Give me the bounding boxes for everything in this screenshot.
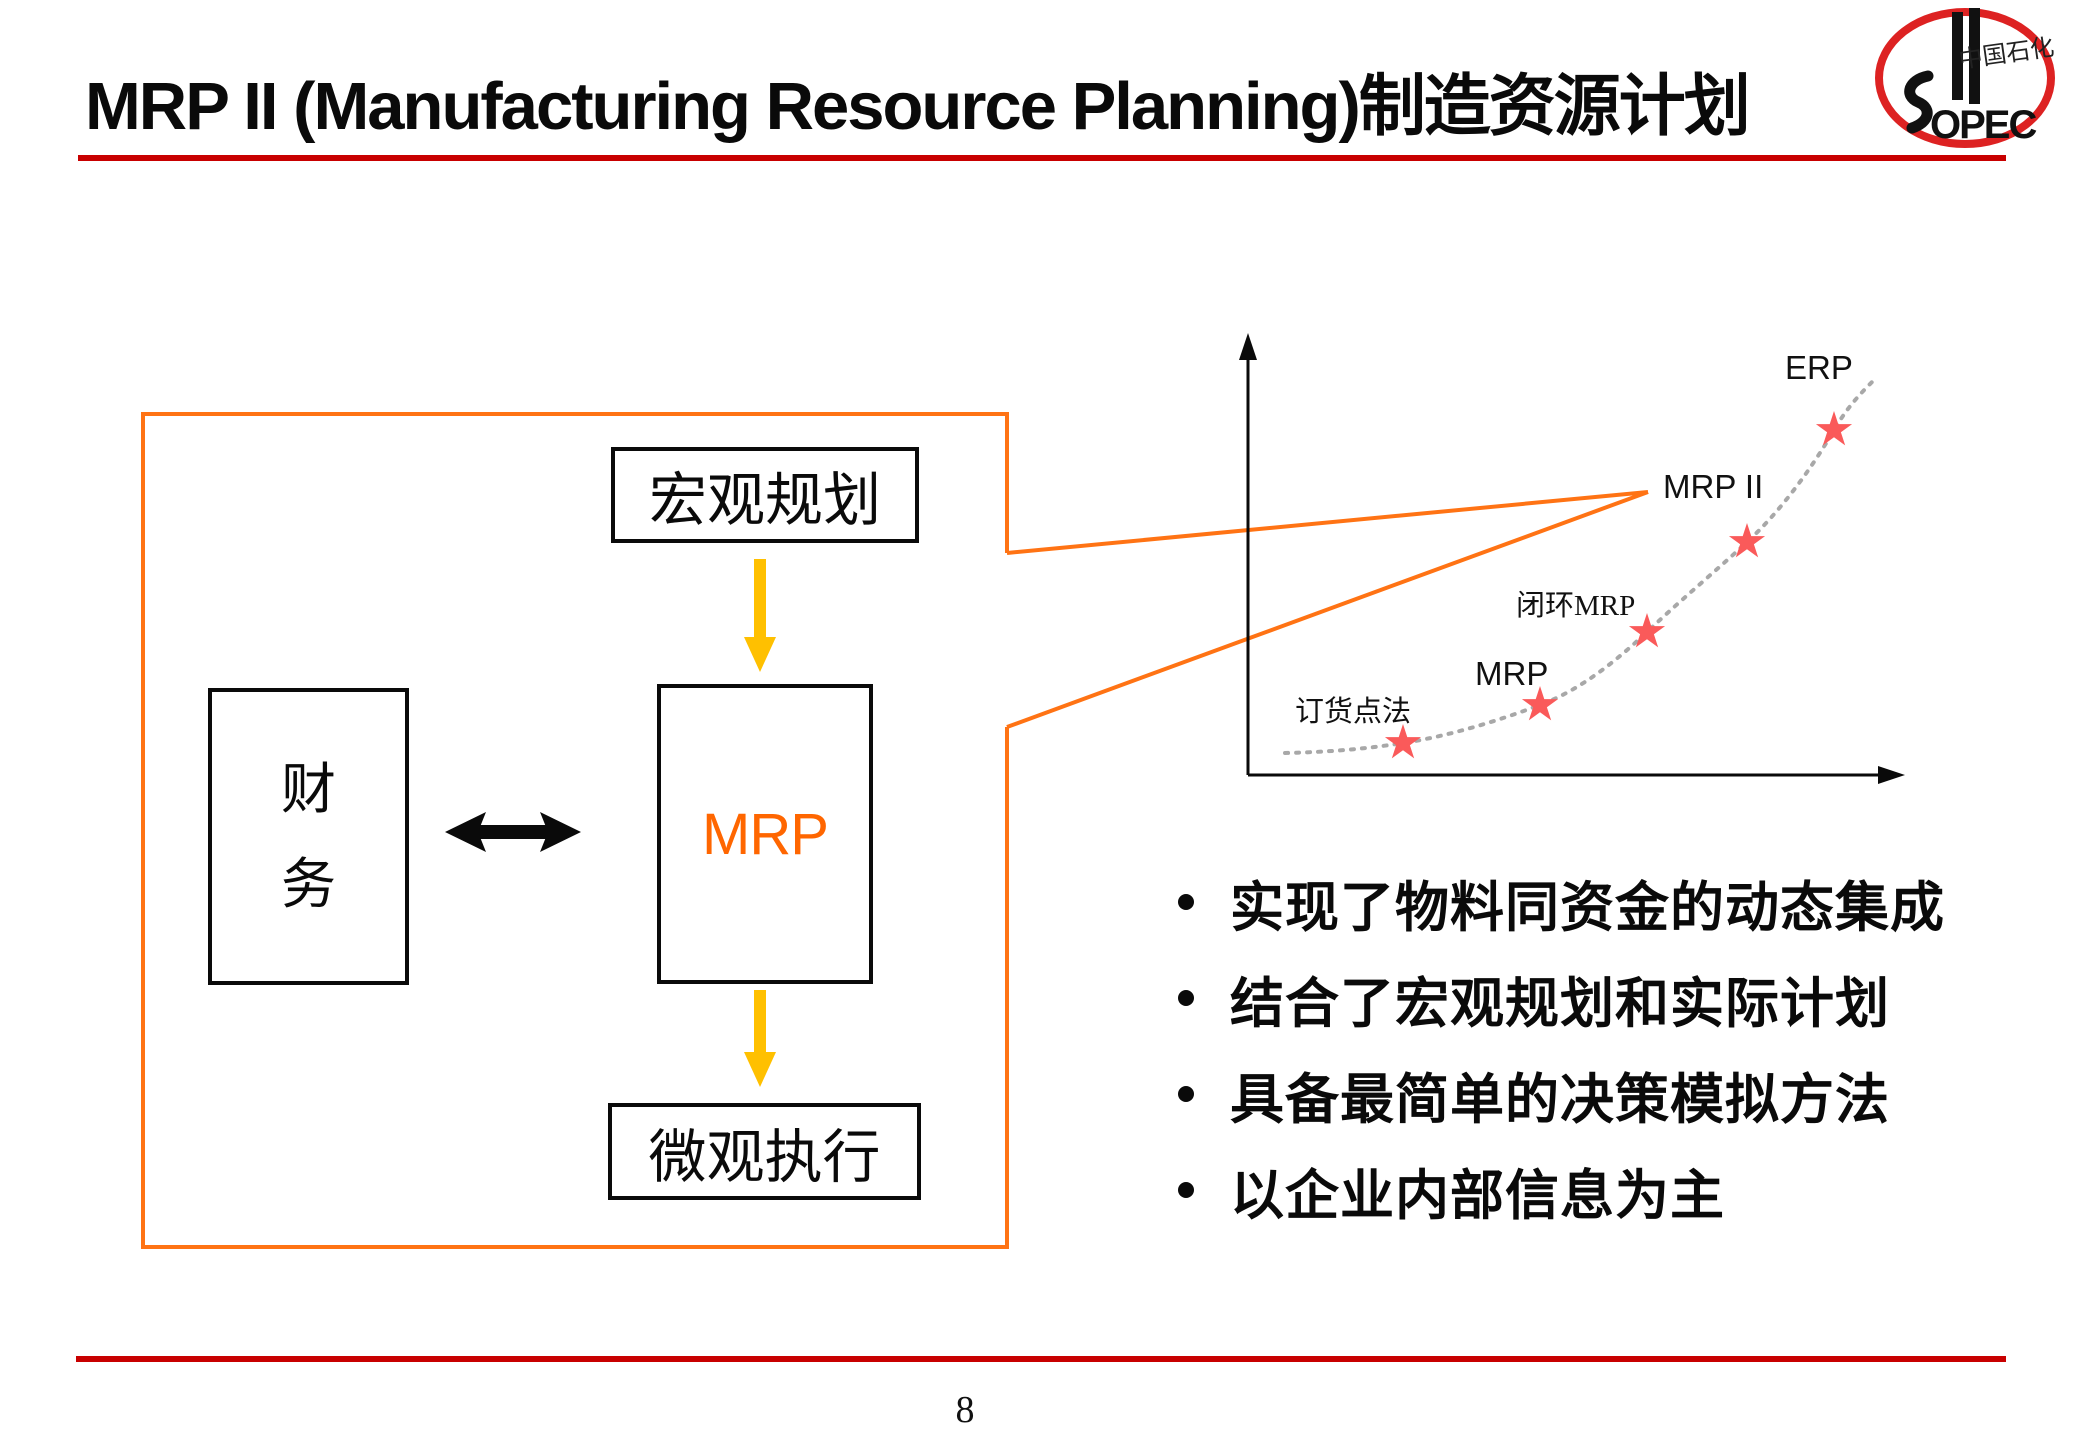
star-marker xyxy=(1628,613,1666,648)
macro-planning-box: 宏观规划 xyxy=(611,447,919,543)
page-number: 8 xyxy=(955,1389,975,1431)
double-arrow-icon xyxy=(445,812,581,852)
bullet-text: 结合了宏观规划和实际计划 xyxy=(1230,973,1890,1034)
sinopec-logo: OPEC 中国石化 xyxy=(1868,6,2060,154)
bullet-item: 以企业内部信息为主 xyxy=(1178,1155,1725,1226)
page-title: MRP II (Manufacturing Resource Planning)… xyxy=(85,69,1751,144)
chart-axes xyxy=(1239,333,1905,784)
title-divider-line xyxy=(78,155,2006,161)
star-markers xyxy=(1384,411,1853,759)
bullet-dot-icon xyxy=(1178,990,1194,1006)
bullet-dot-icon xyxy=(1178,1182,1194,1198)
chart-label-closed-loop-mrp: 闭环MRP xyxy=(1516,590,1636,622)
chart-label-erp: ERP xyxy=(1785,349,1853,386)
callout-lines xyxy=(1006,490,1649,729)
bullet-dot-icon xyxy=(1178,1086,1194,1102)
bullet-item: 具备最简单的决策模拟方法 xyxy=(1178,1059,1890,1130)
orange-callout-rectangle xyxy=(141,412,1009,1249)
micro-execution-label: 微观执行 xyxy=(648,1124,881,1190)
svg-text:OPEC: OPEC xyxy=(1930,103,2036,147)
finance-char-1: 财 xyxy=(280,758,336,820)
down-arrow-icon xyxy=(744,990,776,1087)
footer-divider-line xyxy=(76,1356,2006,1362)
chart-label-mrp-ii: MRP II xyxy=(1663,468,1764,505)
macro-planning-label: 宏观规划 xyxy=(648,468,881,533)
chart-label-mrp: MRP xyxy=(1475,655,1549,692)
bullet-text: 具备最简单的决策模拟方法 xyxy=(1230,1069,1890,1130)
bullet-text: 以企业内部信息为主 xyxy=(1230,1165,1725,1226)
star-marker xyxy=(1815,411,1853,446)
evolution-curve xyxy=(1283,378,1876,755)
sinopec-logo-icon: OPEC 中国石化 xyxy=(1875,8,2056,148)
star-marker xyxy=(1384,724,1422,759)
down-arrow-icon xyxy=(744,559,776,672)
finance-char-2: 务 xyxy=(280,853,336,915)
mrp-label: MRP xyxy=(702,801,829,867)
chart-label-order-point-method: 订货点法 xyxy=(1295,696,1412,728)
star-marker xyxy=(1521,686,1559,721)
bullet-dot-icon xyxy=(1178,894,1194,910)
bullet-item: 实现了物料同资金的动态集成 xyxy=(1178,867,1945,938)
finance-box: 财 务 xyxy=(208,688,409,985)
bullet-text: 实现了物料同资金的动态集成 xyxy=(1230,877,1945,938)
micro-execution-box: 微观执行 xyxy=(608,1103,921,1200)
mrp-box: MRP xyxy=(657,684,873,984)
star-marker xyxy=(1728,523,1766,558)
bullet-item: 结合了宏观规划和实际计划 xyxy=(1178,963,1890,1034)
